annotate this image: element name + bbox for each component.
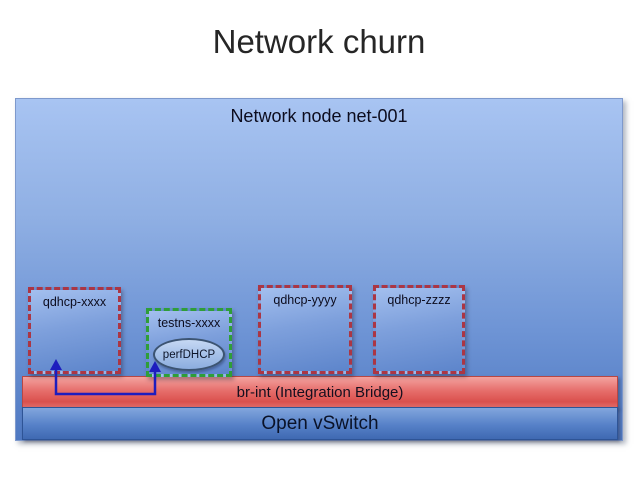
open-vswitch-label: Open vSwitch	[261, 412, 379, 434]
namespace-label: qdhcp-zzzz	[387, 293, 451, 307]
namespace-box-qdhcp-xxxx: qdhcp-xxxx	[28, 287, 121, 374]
perfdhcp-process-ellipse: perfDHCP	[153, 338, 225, 371]
open-vswitch-bar: Open vSwitch	[22, 407, 618, 440]
integration-bridge-label: br-int (Integration Bridge)	[236, 384, 404, 401]
namespace-label: qdhcp-xxxx	[42, 295, 107, 309]
namespace-box-qdhcp-yyyy: qdhcp-yyyy	[258, 285, 352, 374]
namespace-box-qdhcp-zzzz: qdhcp-zzzz	[373, 285, 465, 374]
integration-bridge-bar: br-int (Integration Bridge)	[22, 376, 618, 409]
namespace-label: qdhcp-yyyy	[273, 293, 337, 307]
network-node-label: Network node net-001	[230, 106, 408, 126]
namespace-box-testns-xxxx: testns-xxxx perfDHCP	[146, 308, 232, 377]
slide-title: Network churn	[212, 23, 426, 60]
namespace-label: testns-xxxx	[157, 316, 221, 330]
